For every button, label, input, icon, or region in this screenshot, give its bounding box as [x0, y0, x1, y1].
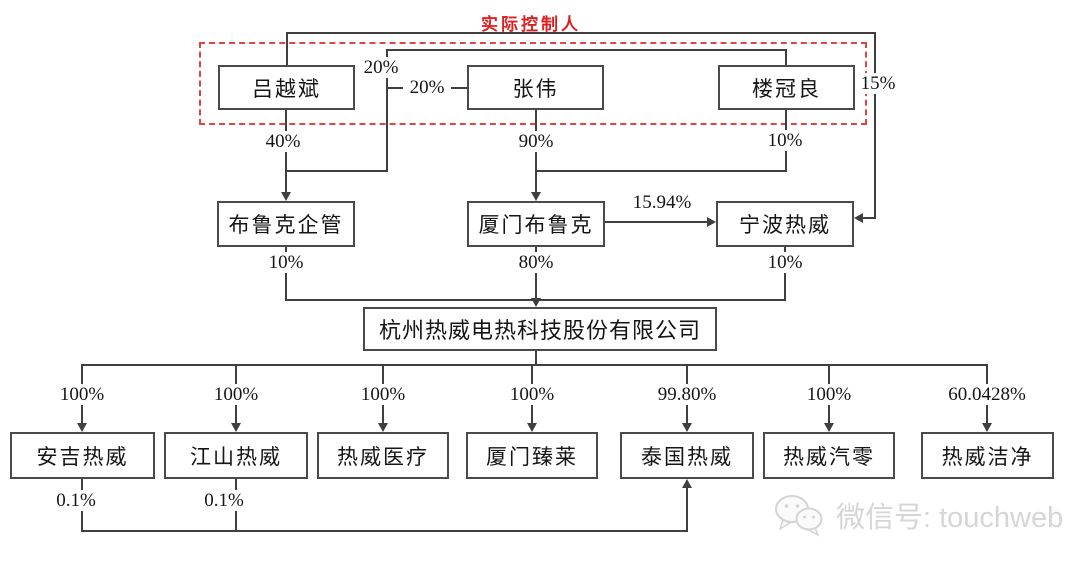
node-xiamenzhenlai: 厦门臻莱: [466, 432, 598, 479]
connector: [386, 49, 787, 51]
arrowhead: [682, 423, 692, 432]
connector: [386, 49, 388, 172]
node-xiamenbuluke: 厦门布鲁克: [467, 201, 605, 247]
connector: [81, 530, 688, 532]
watermark-text: 微信号: touchweb: [836, 502, 1064, 534]
arrowhead: [281, 192, 291, 201]
arrowhead: [707, 217, 716, 227]
node-label: 张伟: [512, 76, 559, 101]
node-label: 吕越斌: [252, 76, 321, 101]
connector: [535, 351, 537, 366]
edge-label-anjirewei-taiguorewei: 0.1%: [50, 490, 102, 511]
connector: [285, 170, 388, 172]
node-label: 楼冠良: [752, 76, 821, 101]
edge-label-zhangwei-bulukeqiguan: 20%: [403, 77, 451, 98]
connector: [605, 221, 708, 223]
connector: [286, 32, 876, 34]
arrowhead: [854, 213, 863, 223]
connector: [686, 488, 688, 532]
connector: [535, 247, 537, 299]
arrowhead: [231, 423, 241, 432]
node-lvyuebin: 吕越斌: [218, 65, 355, 110]
connector: [785, 49, 787, 66]
edge-label-parent-reweiyiliao: 100%: [357, 384, 409, 405]
edge-label-ningborewei-parent: 10%: [759, 252, 811, 273]
edge-label-parent-reweijiejing: 60.0428%: [941, 384, 1033, 405]
node-bulukeqiguan: 布鲁克企管: [217, 201, 355, 247]
node-jiangshanrewei: 江山热威: [164, 432, 308, 479]
node-label: 江山热威: [190, 444, 282, 469]
connector: [784, 247, 786, 301]
edge-label-louguanliang-bulukeqiguan: 20%: [357, 57, 405, 78]
node-label: 安吉热威: [36, 444, 129, 469]
connector: [286, 32, 288, 65]
edge-label-bulukeqiguan-parent: 10%: [260, 252, 312, 273]
arrowhead: [682, 479, 692, 488]
edge-label-louguanliang-xiamenbuluke: 10%: [759, 130, 811, 151]
node-louguanliang: 楼冠良: [718, 65, 855, 110]
node-ningborewei: 宁波热威: [716, 201, 854, 247]
connector: [856, 217, 876, 219]
node-label: 热威洁净: [941, 444, 1034, 469]
edge-label-parent-jiangshanrewei: 100%: [210, 384, 262, 405]
connector: [874, 32, 876, 219]
edge-label-xiamenbuluke-ningborewei: 15.94%: [622, 192, 702, 213]
arrowhead: [77, 423, 87, 432]
node-reweiqiling: 热威汽零: [763, 432, 895, 479]
node-label: 泰国热威: [641, 444, 733, 469]
node-reweijiejing: 热威洁净: [921, 432, 1054, 479]
edge-label-lvyuebin-bulukeqiguan: 40%: [257, 131, 309, 152]
node-taiguorewei: 泰国热威: [620, 432, 754, 479]
edge-label-lvyuebin-ningborewei: 15%: [855, 73, 901, 94]
arrowhead: [531, 298, 541, 307]
node-label: 厦门布鲁克: [478, 213, 594, 237]
arrowhead: [982, 423, 992, 432]
node-label: 宁波热威: [739, 213, 831, 237]
arrowhead: [531, 192, 541, 201]
node-label: 杭州热威电热科技股份有限公司: [378, 318, 701, 343]
arrowhead: [824, 423, 834, 432]
watermark: 微信号: touchweb: [772, 492, 1063, 538]
edge-label-parent-anjirewei: 100%: [56, 384, 108, 405]
edge-label-parent-reweiqiling: 100%: [803, 384, 855, 405]
node-label: 热威医疗: [337, 444, 429, 469]
node-reweiyiliao: 热威医疗: [317, 432, 449, 479]
node-label: 厦门臻莱: [486, 444, 578, 469]
edge-label-parent-xiamenzhenlai: 100%: [506, 384, 558, 405]
wechat-icon: [772, 492, 826, 538]
edge-label-zhangwei-xiamenbuluke: 90%: [510, 131, 562, 152]
arrowhead: [378, 423, 388, 432]
edge-label-parent-taiguorewei: 99.80%: [652, 384, 722, 405]
connector: [81, 364, 988, 366]
node-label: 布鲁克企管: [228, 213, 344, 237]
arrowhead: [527, 423, 537, 432]
node-label: 热威汽零: [783, 444, 875, 469]
connector: [535, 170, 787, 172]
edge-label-xiamenbuluke-parent: 80%: [510, 252, 562, 273]
node-anjirewei: 安吉热威: [10, 432, 155, 479]
actual-controller-label: 实际控制人: [481, 15, 581, 34]
edge-label-jiangshanrewei-taiguorewei: 0.1%: [198, 490, 250, 511]
node-zhangwei: 张伟: [467, 65, 604, 110]
connector: [285, 247, 287, 301]
node-parent-company: 杭州热威电热科技股份有限公司: [363, 307, 717, 351]
